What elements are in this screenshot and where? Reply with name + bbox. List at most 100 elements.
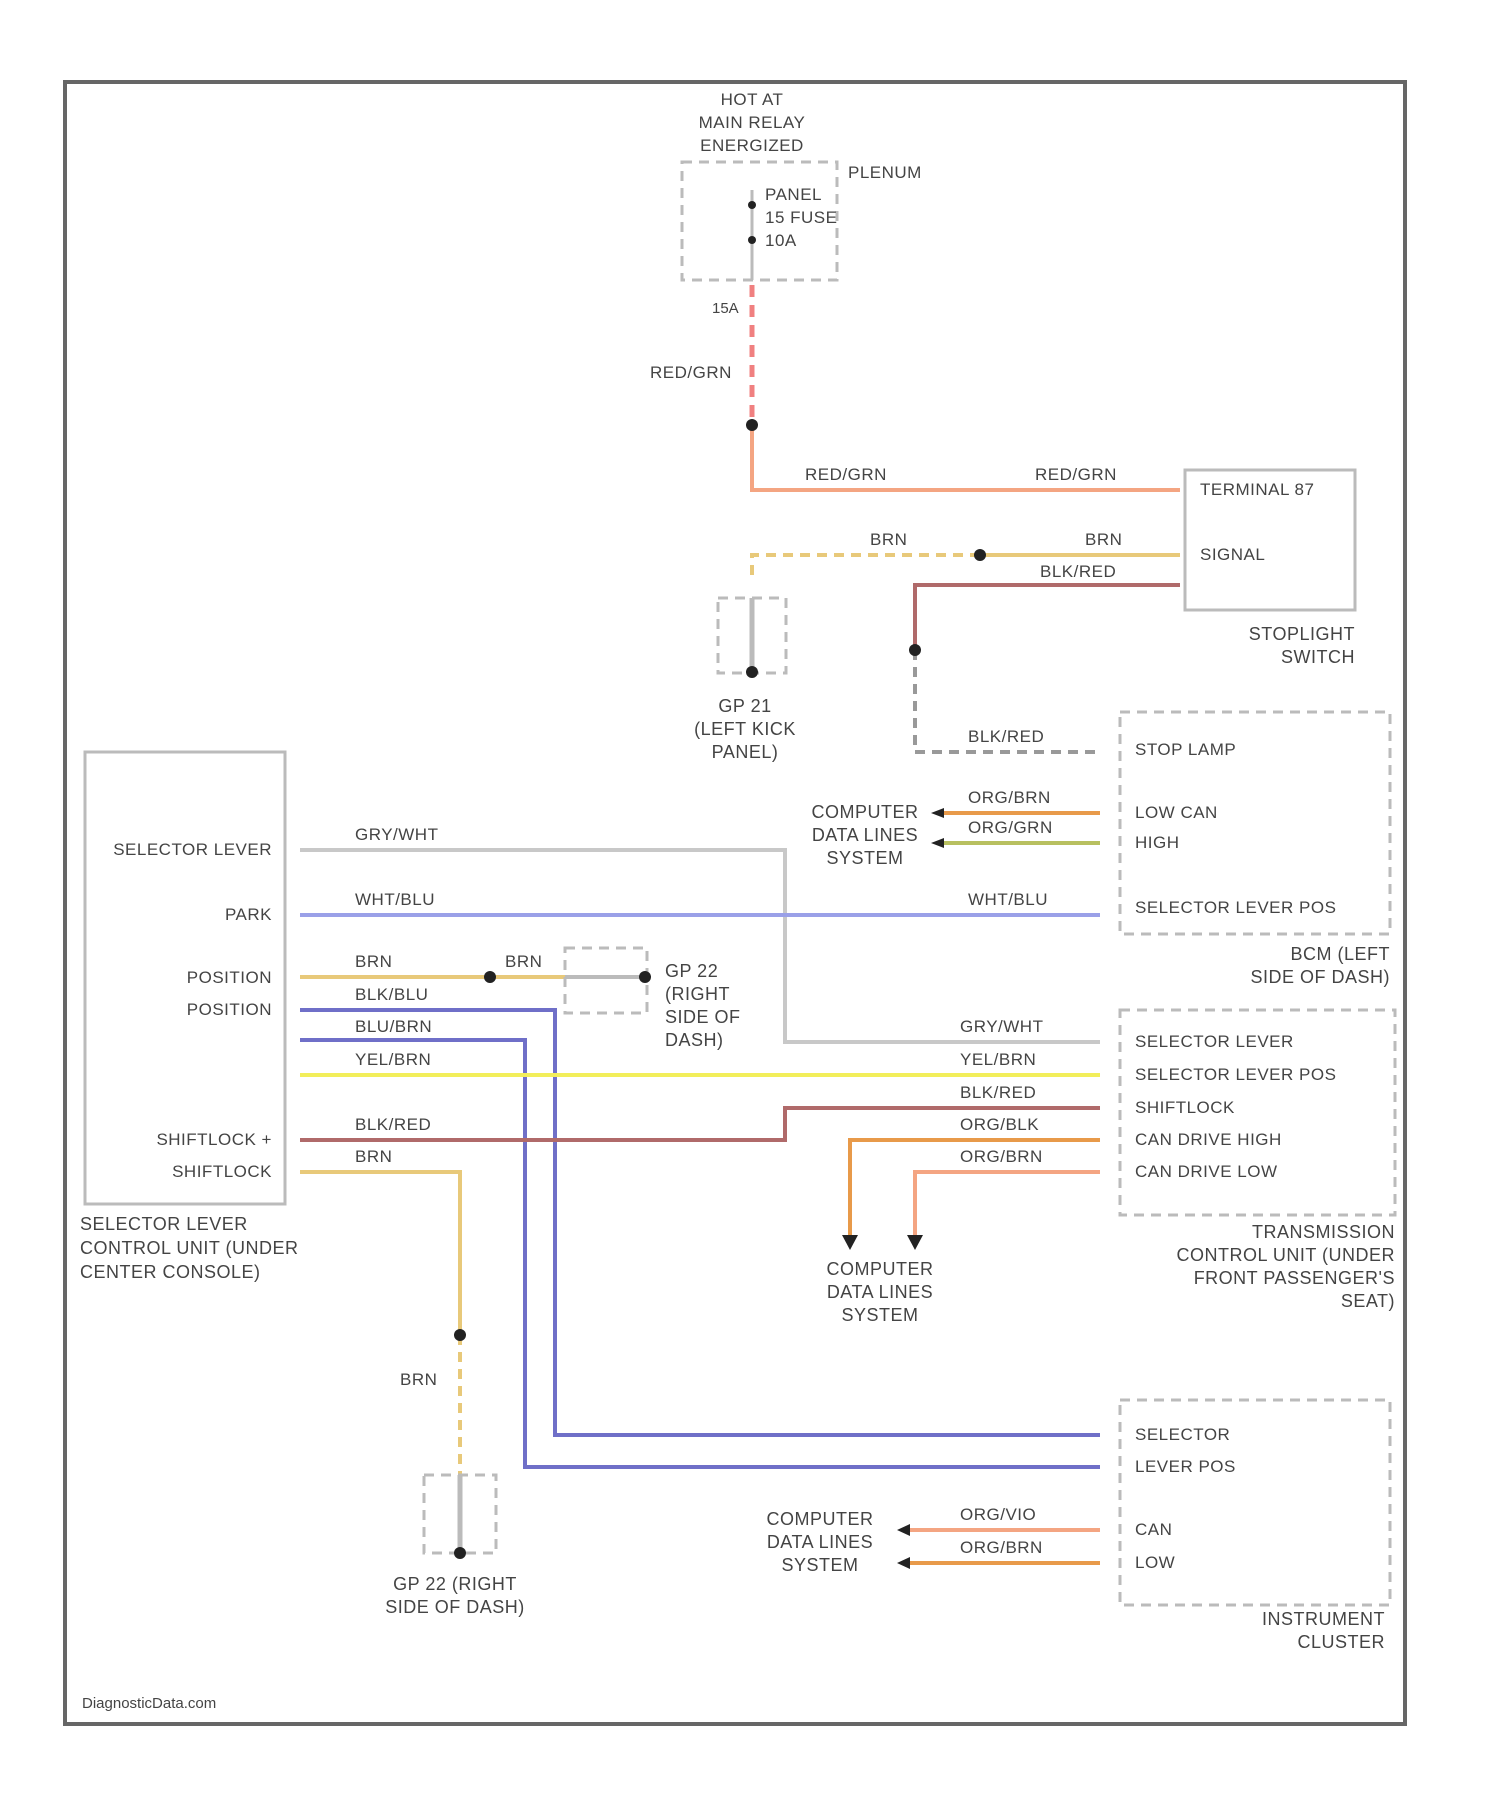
tcm-caption-3: FRONT PASSENGER'S	[1194, 1268, 1395, 1288]
gp21-caption-3: PANEL)	[712, 742, 779, 762]
wire-label: BLK/RED	[1040, 562, 1116, 581]
tcm-pin: SELECTOR LEVER	[1135, 1032, 1294, 1051]
plenum-label: PLENUM	[848, 163, 922, 182]
arrow-icon	[931, 808, 944, 818]
arrow-icon	[931, 838, 944, 848]
wire-label: BRN	[355, 952, 392, 971]
bcm-caption-2: SIDE OF DASH)	[1250, 967, 1390, 987]
splice-dot	[909, 644, 921, 656]
fuse-terminal	[748, 201, 756, 209]
wire-label: BRN	[400, 1370, 437, 1389]
stoplight-pin: SIGNAL	[1200, 545, 1265, 564]
selector-pin: POSITION	[187, 1000, 272, 1019]
wire-label: YEL/BRN	[355, 1050, 431, 1069]
tcm-pin: SELECTOR LEVER POS	[1135, 1065, 1336, 1084]
cluster-pin: LOW	[1135, 1553, 1175, 1572]
tcm-pin: CAN DRIVE HIGH	[1135, 1130, 1282, 1149]
wire-label: BRN	[355, 1147, 392, 1166]
cluster-pin: CAN	[1135, 1520, 1172, 1539]
cluster-pin: SELECTOR	[1135, 1425, 1230, 1444]
gp22a-caption-4: DASH)	[665, 1030, 724, 1050]
wire-label: BLK/RED	[960, 1083, 1036, 1102]
bcm-pin: LOW CAN	[1135, 803, 1218, 822]
fuse-line1: PANEL	[765, 185, 822, 204]
wire-label: WHT/BLU	[355, 890, 435, 909]
cdls-cluster-2: DATA LINES	[767, 1532, 873, 1552]
splice-dot	[746, 419, 758, 431]
gp21-caption-1: GP 21	[718, 696, 771, 716]
selector-caption-1: SELECTOR LEVER	[80, 1214, 248, 1234]
wire-label: ORG/BRN	[960, 1538, 1043, 1557]
cdls-cluster-1: COMPUTER	[767, 1509, 874, 1529]
selector-caption-3: CENTER CONSOLE)	[80, 1262, 261, 1282]
selector-pin: SHIFTLOCK +	[156, 1130, 272, 1149]
tcm-caption-4: SEAT)	[1341, 1291, 1395, 1311]
wire-label: BRN	[1085, 530, 1122, 549]
cdls-bcm-3: SYSTEM	[826, 848, 903, 868]
cdls-cluster-3: SYSTEM	[781, 1555, 858, 1575]
gp22b-caption-1: GP 22 (RIGHT	[393, 1574, 517, 1594]
selector-pin: SHIFTLOCK	[172, 1162, 272, 1181]
wire-can-low	[915, 1172, 1100, 1235]
wire-label: ORG/VIO	[960, 1505, 1036, 1524]
ground-dot	[639, 971, 651, 983]
wire-label: ORG/BRN	[960, 1147, 1043, 1166]
fuse-pin: 15A	[712, 300, 739, 317]
fuse-line2: 15 FUSE	[765, 208, 837, 227]
cdls-bcm-2: DATA LINES	[812, 825, 918, 845]
wire-label: BLU/BRN	[355, 1017, 432, 1036]
splice-dot	[484, 971, 496, 983]
wire-label: BLK/RED	[968, 727, 1044, 746]
footer-watermark: DiagnosticData.com	[82, 1695, 216, 1712]
arrow-icon	[897, 1524, 910, 1536]
bcm-pin: STOP LAMP	[1135, 740, 1236, 759]
wire-blu-brn	[300, 1040, 1100, 1467]
bcm-caption-1: BCM (LEFT	[1290, 944, 1390, 964]
wire-label: ORG/BLK	[960, 1115, 1039, 1134]
wire-label: BLK/BLU	[355, 985, 428, 1004]
tcm-caption-2: CONTROL UNIT (UNDER	[1176, 1245, 1395, 1265]
wire-label: BRN	[505, 952, 542, 971]
tcm-pin: CAN DRIVE LOW	[1135, 1162, 1278, 1181]
fuse-terminal	[748, 236, 756, 244]
wire-label: YEL/BRN	[960, 1050, 1036, 1069]
cluster-caption-2: CLUSTER	[1297, 1632, 1385, 1652]
arrow-icon	[897, 1557, 910, 1569]
cluster-caption-1: INSTRUMENT	[1262, 1609, 1385, 1629]
gp21-caption-2: (LEFT KICK	[694, 719, 796, 739]
stoplight-caption-2: SWITCH	[1281, 647, 1355, 667]
cdls-bcm-1: COMPUTER	[812, 802, 919, 822]
gp22a-caption-1: GP 22	[665, 961, 718, 981]
wire-label: BRN	[870, 530, 907, 549]
bcm-pin: SELECTOR LEVER POS	[1135, 898, 1336, 917]
top-caption-line2: MAIN RELAY	[699, 113, 806, 132]
wire-label: GRY/WHT	[960, 1017, 1043, 1036]
gp22a-caption-3: SIDE OF	[665, 1007, 741, 1027]
top-caption-line1: HOT AT	[721, 90, 784, 109]
cdls-tcm-2: DATA LINES	[827, 1282, 933, 1302]
wire-blk-red-stop	[915, 585, 1180, 650]
wire-label: ORG/GRN	[968, 818, 1053, 837]
gp22a-box	[565, 948, 647, 1013]
wire-label: BLK/RED	[355, 1115, 431, 1134]
wire-brn-shift	[300, 1172, 460, 1335]
arrow-icon	[842, 1235, 858, 1250]
cdls-tcm-3: SYSTEM	[841, 1305, 918, 1325]
gp22a-caption-2: (RIGHT	[665, 984, 730, 1004]
ground-dot	[454, 1547, 466, 1559]
splice-dot	[454, 1329, 466, 1341]
wire-label: ORG/BRN	[968, 788, 1051, 807]
wire-label: RED/GRN	[1035, 465, 1117, 484]
wire-label: WHT/BLU	[968, 890, 1048, 909]
arrow-icon	[907, 1235, 923, 1250]
cdls-tcm-1: COMPUTER	[827, 1259, 934, 1279]
splice-dot	[974, 549, 986, 561]
tcm-pin: SHIFTLOCK	[1135, 1098, 1235, 1117]
fuse-line3: 10A	[765, 231, 797, 250]
selector-pin: PARK	[225, 905, 272, 924]
selector-pin: SELECTOR LEVER	[113, 840, 272, 859]
bcm-pin: HIGH	[1135, 833, 1180, 852]
selector-caption-2: CONTROL UNIT (UNDER	[80, 1238, 299, 1258]
wire-label: RED/GRN	[650, 363, 732, 382]
